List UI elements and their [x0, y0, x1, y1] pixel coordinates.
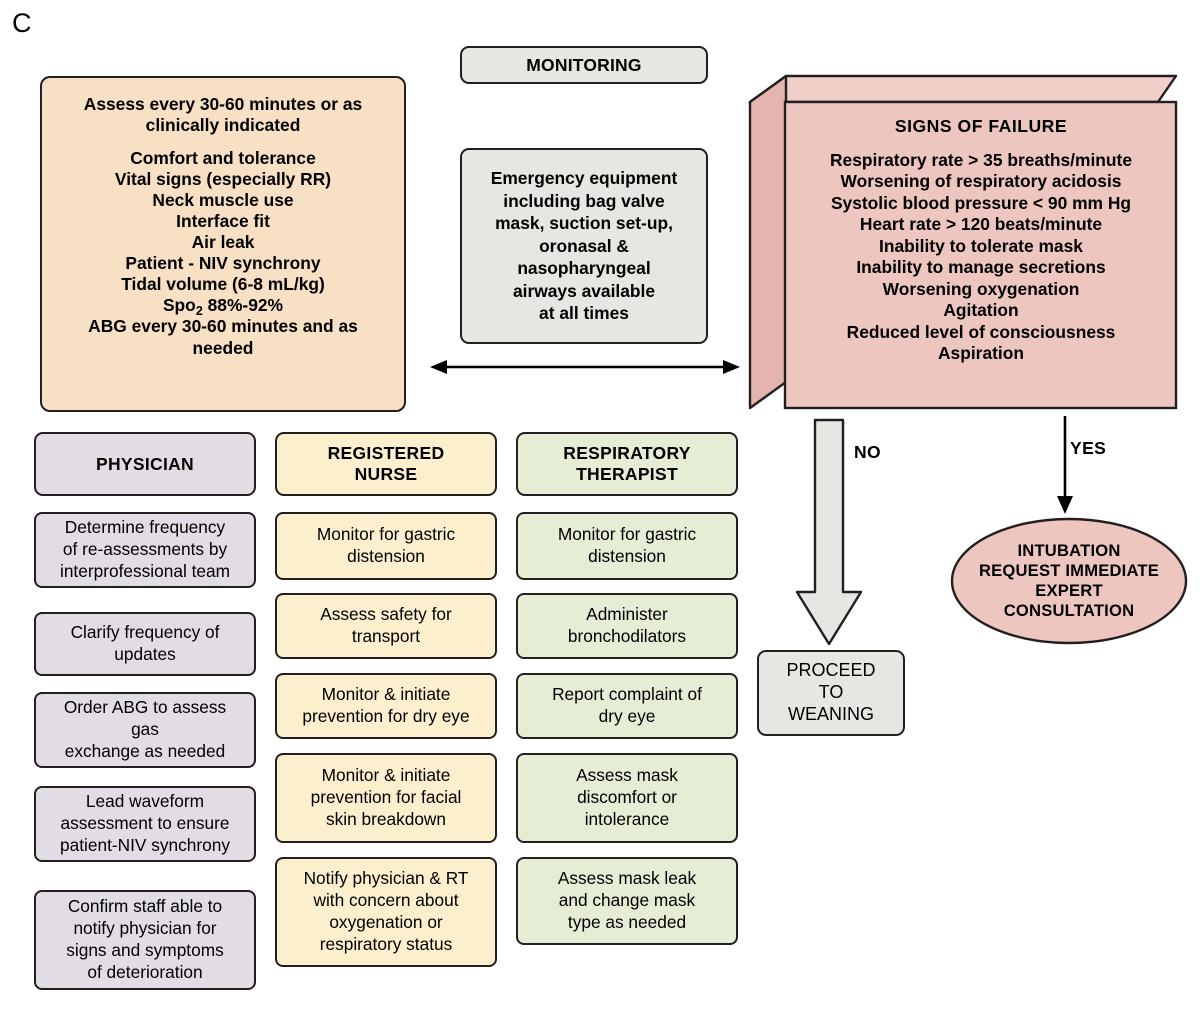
- monitoring-header: MONITORING: [460, 46, 708, 84]
- therapist-item-4: Assess mask discomfort or intolerance: [516, 753, 738, 843]
- nurse-item-1: Monitor for gastric distension: [275, 512, 497, 580]
- therapist-item-1: Monitor for gastric distension: [516, 512, 738, 580]
- yes-arrow: [1057, 416, 1073, 514]
- intubation-ellipse-shape: [950, 517, 1188, 645]
- nurse-item-2: Assess safety for transport: [275, 593, 497, 659]
- monitoring-label: MONITORING: [526, 54, 642, 75]
- signs-of-failure-title: SIGNS OF FAILURE: [894, 116, 1068, 136]
- emergency-equipment-box: Emergency equipment including bag valve …: [460, 148, 708, 344]
- assessment-box: Assess every 30-60 minutes or as clinica…: [40, 76, 406, 412]
- physician-item-3: Order ABG to assess gas exchange as need…: [34, 692, 256, 768]
- physician-item-2: Clarify frequency of updates: [34, 612, 256, 676]
- physician-item-5: Confirm staff able to notify physician f…: [34, 890, 256, 990]
- therapist-item-3: Report complaint of dry eye: [516, 673, 738, 739]
- intubation-text: INTUBATION REQUEST IMMEDIATE EXPERT CONS…: [978, 540, 1160, 621]
- no-label: NO: [854, 442, 882, 462]
- signs-of-failure-content: SIGNS OF FAILURE Respiratory rate > 35 b…: [829, 116, 1133, 364]
- signs-of-failure-3d-shape: [748, 74, 1178, 410]
- role-header-registered-nurse: REGISTERED NURSE: [275, 432, 497, 496]
- physician-item-1: Determine frequency of re-assessments by…: [34, 512, 256, 588]
- intubation-ellipse: INTUBATION REQUEST IMMEDIATE EXPERT CONS…: [950, 517, 1188, 645]
- proceed-to-weaning-box: PROCEED TO WEANING: [757, 650, 905, 736]
- bidirectional-arrow: [430, 360, 740, 374]
- nurse-item-3: Monitor & initiate prevention for dry ey…: [275, 673, 497, 739]
- nurse-item-4: Monitor & initiate prevention for facial…: [275, 753, 497, 843]
- yes-label: YES: [1070, 438, 1107, 458]
- nurse-item-5: Notify physician & RT with concern about…: [275, 857, 497, 967]
- assessment-items: Comfort and tolerance Vital signs (espec…: [88, 148, 358, 358]
- no-block-arrow: [795, 418, 863, 646]
- physician-item-4: Lead waveform assessment to ensure patie…: [34, 786, 256, 862]
- spo2-line: Spo2 88%-92%: [162, 295, 284, 318]
- role-header-physician: PHYSICIAN: [34, 432, 256, 496]
- therapist-item-5: Assess mask leak and change mask type as…: [516, 857, 738, 945]
- role-header-respiratory-therapist: RESPIRATORY THERAPIST: [516, 432, 738, 496]
- signs-of-failure-box: SIGNS OF FAILURE Respiratory rate > 35 b…: [748, 74, 1178, 410]
- assessment-heading: Assess every 30-60 minutes or as clinica…: [83, 94, 363, 136]
- panel-letter: C: [12, 8, 32, 38]
- therapist-item-2: Administer bronchodilators: [516, 593, 738, 659]
